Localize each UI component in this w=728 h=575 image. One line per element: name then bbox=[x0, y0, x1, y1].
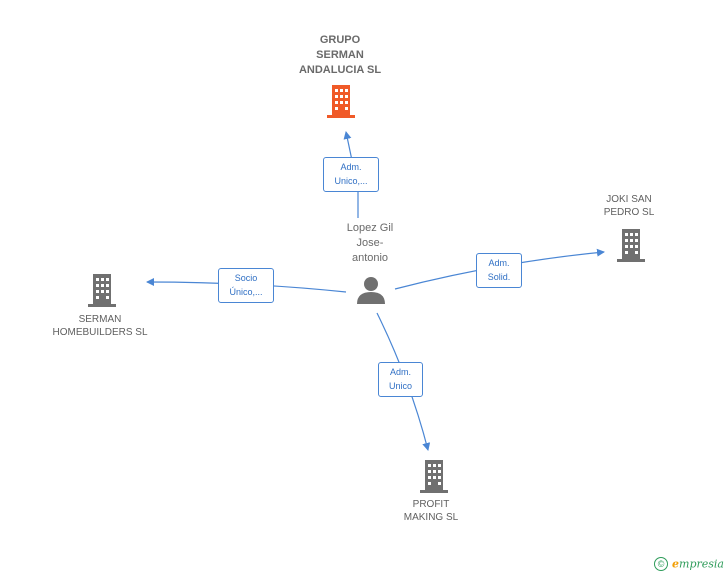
node-label-grupo-serman[interactable]: GRUPO SERMAN ANDALUCIA SL bbox=[298, 34, 382, 76]
logo-text: mpresia bbox=[679, 557, 724, 571]
edge-label-joki: Adm. Solid. bbox=[476, 253, 522, 288]
building-icon[interactable] bbox=[86, 273, 118, 307]
logo-e: e bbox=[672, 557, 680, 571]
copyright-icon: © bbox=[654, 557, 669, 571]
node-label-joki[interactable]: JOKI SAN PEDRO SL bbox=[603, 194, 655, 218]
building-icon[interactable] bbox=[418, 459, 450, 493]
edge-label-serman-homebuilders: Socio Único,... bbox=[218, 268, 274, 303]
building-icon[interactable] bbox=[615, 228, 647, 262]
edge-label-grupo-serman: Adm. Unico,... bbox=[323, 157, 379, 192]
node-label-profit-making[interactable]: PROFIT MAKING SL bbox=[403, 499, 459, 523]
empresia-logo: ©empresia bbox=[654, 557, 724, 571]
person-icon[interactable] bbox=[356, 276, 386, 304]
person-label[interactable]: Lopez Gil Jose- antonio bbox=[346, 222, 394, 264]
edge-label-profit-making: Adm. Unico bbox=[378, 362, 423, 397]
node-label-serman-homebuilders[interactable]: SERMAN HOMEBUILDERS SL bbox=[52, 314, 148, 338]
building-icon[interactable] bbox=[325, 84, 357, 118]
